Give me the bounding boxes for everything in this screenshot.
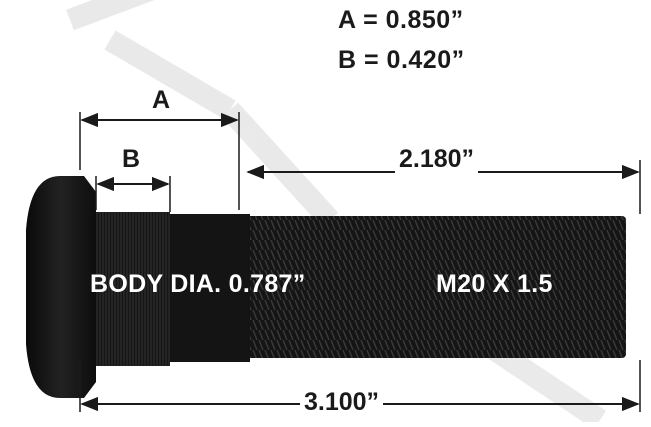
dimension-a-label: A — [152, 86, 171, 114]
spec-b-value: B = 0.420” — [338, 46, 465, 74]
stud-head — [26, 176, 96, 398]
spec-a-value: A = 0.850” — [338, 6, 464, 34]
threaded-shank — [246, 216, 626, 358]
thread-length-label: 2.180” — [395, 145, 479, 174]
smooth-body — [166, 214, 250, 362]
body-diameter-label: BODY DIA. 0.787” — [90, 270, 306, 298]
overall-length-label: 3.100” — [300, 388, 384, 417]
dimension-b-label: B — [122, 145, 141, 173]
thread-spec-label: M20 X 1.5 — [436, 270, 553, 298]
knurled-section — [92, 212, 170, 366]
